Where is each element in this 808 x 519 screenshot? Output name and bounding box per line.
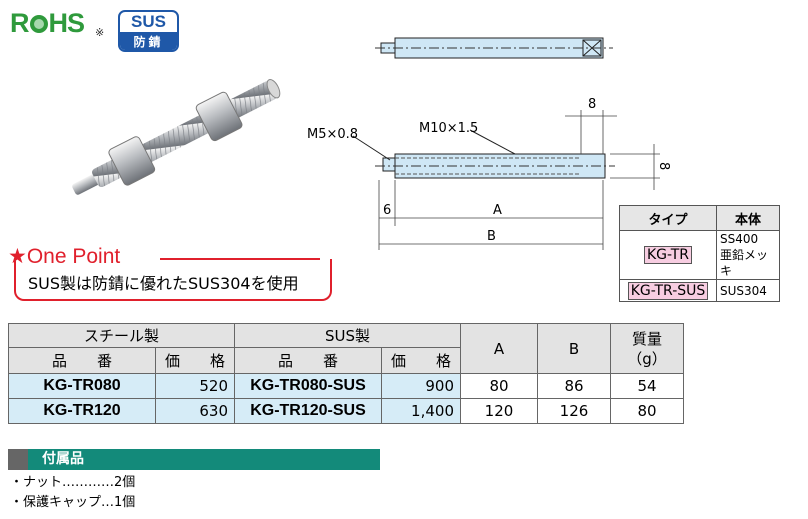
body-material-sus: SUS304 (716, 279, 780, 302)
bolt-tip (72, 173, 101, 195)
body-finish: 亜鉛メッキ (720, 248, 769, 278)
dim-a: A (493, 203, 502, 218)
table-row: KG-TR120 630 KG-TR120-SUS 1,400 120 126 … (8, 398, 684, 424)
dim-b-value: 126 (537, 398, 611, 424)
type-code-kg-tr-sus: KG-TR-SUS (627, 281, 709, 300)
dim-8-top: 8 (588, 97, 596, 112)
dim-b-value: 86 (537, 373, 611, 399)
body-header: 本体 (716, 205, 780, 231)
one-point-box (14, 259, 332, 301)
type-table: タイプ 本体 KG-TR SS400 亜鉛メッキ KG-TR-SUS SUS304 (619, 205, 780, 302)
mass-value: 80 (610, 398, 684, 424)
accessories-header: 付属品 (8, 449, 380, 470)
col-steel-part: 品 番 (8, 347, 156, 374)
col-mass: 質量（g） (610, 323, 684, 374)
col-b: B (537, 323, 611, 374)
dim-a-value: 80 (460, 373, 538, 399)
technical-drawing: M5×0.8 M10×1.5 8 6 A B (307, 37, 617, 250)
sus-price: 1,400 (381, 398, 461, 424)
nut-lower (108, 136, 156, 186)
accessory-item: ・保護キャップ…1個 (10, 495, 136, 510)
col-sus-part: 品 番 (234, 347, 382, 374)
side-dimension: 8 (610, 144, 670, 190)
product-photo (72, 79, 281, 195)
steel-price: 520 (155, 373, 235, 399)
type-header: タイプ (619, 205, 717, 231)
sus-price: 900 (381, 373, 461, 399)
spec-table: スチール製 SUS製 A B 質量（g） 品 番 価 格 品 番 価 格 KG-… (8, 323, 684, 424)
one-point-text: SUS製は防錆に優れたSUS304を使用 (28, 274, 299, 293)
one-point-rule (160, 258, 320, 260)
accessories-tab-marker (8, 449, 28, 470)
table-row: KG-TR080 520 KG-TR080-SUS 900 80 86 54 (8, 373, 684, 399)
sus-badge-bottom: 防錆 (120, 32, 177, 50)
nut-upper (195, 91, 243, 142)
rohs-globe-icon (29, 15, 48, 33)
steel-part: KG-TR120 (8, 398, 156, 424)
one-point-title: ★One Point (8, 245, 121, 268)
rohs-note-mark: ※ (95, 26, 105, 39)
steel-part: KG-TR080 (8, 373, 156, 399)
dim-b: B (487, 229, 496, 244)
steel-price: 630 (155, 398, 235, 424)
sus-badge-top: SUS (131, 12, 166, 31)
dim-a-value: 120 (460, 398, 538, 424)
sus-part: KG-TR120-SUS (234, 398, 382, 424)
accessories-title: 付属品 (42, 451, 84, 467)
group-sus: SUS製 (234, 323, 461, 348)
col-steel-price: 価 格 (155, 347, 235, 374)
type-code-kg-tr: KG-TR (643, 246, 693, 264)
dim-8-side: 8 (656, 162, 670, 170)
mass-value: 54 (610, 373, 684, 399)
thread-m10-label: M10×1.5 (419, 121, 478, 136)
col-a: A (460, 323, 538, 374)
dim-6: 6 (383, 203, 391, 218)
sus-rustproof-badge: SUS 防錆 (118, 10, 179, 52)
col-sus-price: 価 格 (381, 347, 461, 374)
rod-top-view (394, 37, 604, 59)
thread-m5-label: M5×0.8 (307, 127, 358, 142)
body-material: SS400 (720, 232, 759, 246)
accessory-item: ・ナット…………2個 (10, 475, 136, 490)
group-steel: スチール製 (8, 323, 235, 348)
sus-part: KG-TR080-SUS (234, 373, 382, 399)
